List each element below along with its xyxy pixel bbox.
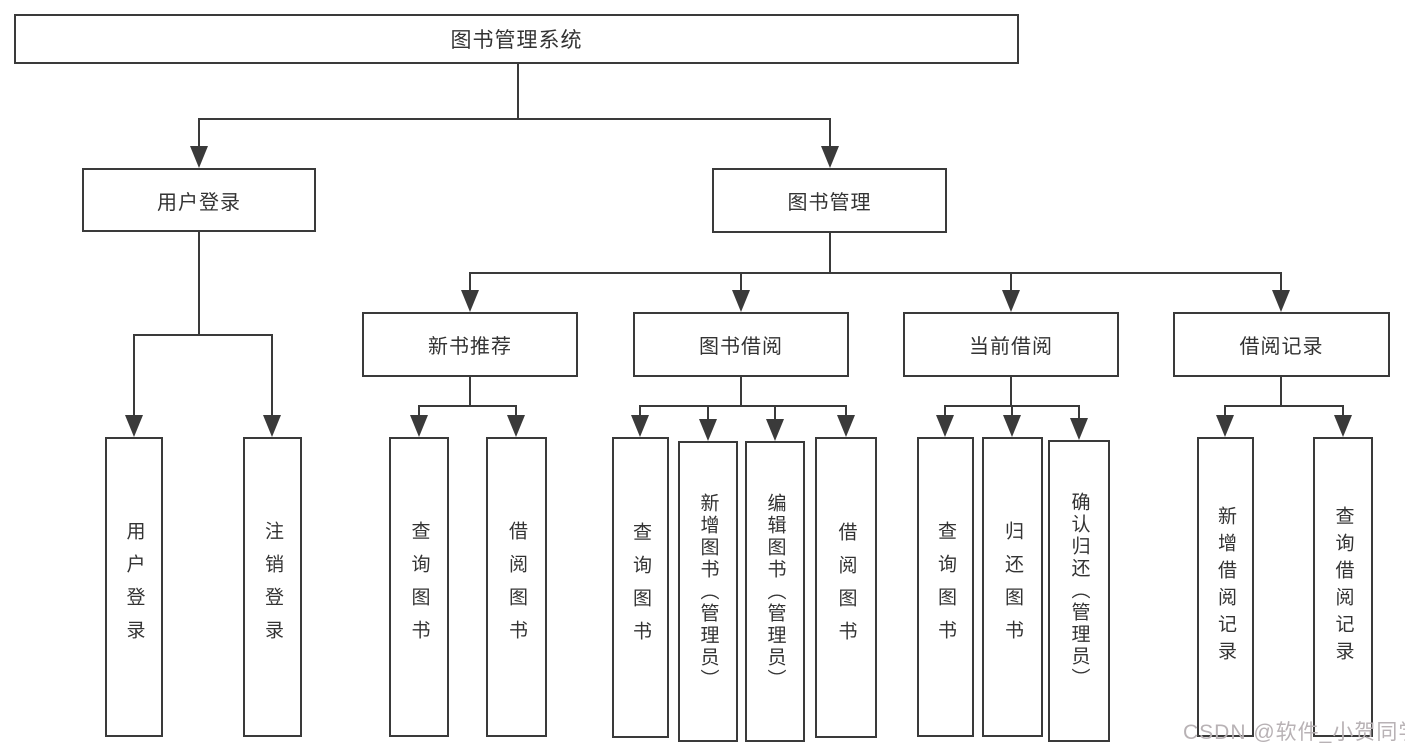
connector-line (829, 233, 831, 274)
root-node-book-management-system: 图书管理系统 (14, 14, 1019, 64)
connector-line (133, 334, 135, 417)
leaf-query-books-borrowing: 查询图书 (612, 437, 669, 738)
connector-line (1280, 377, 1282, 407)
connector-line (198, 118, 831, 120)
arrow-down-icon (125, 415, 143, 437)
connector-line (469, 272, 471, 292)
node-book-management: 图书管理 (712, 168, 947, 233)
arrow-down-icon (461, 290, 479, 312)
leaf-borrow-books-borrowing: 借阅图书 (815, 437, 877, 738)
arrow-down-icon (1070, 418, 1088, 440)
connector-line (774, 405, 776, 421)
connector-line (829, 118, 831, 148)
connector-line (740, 272, 742, 292)
connector-line (469, 272, 1282, 274)
leaf-confirm-return-admin: 确认归还（管理员） (1048, 440, 1110, 742)
arrow-down-icon (1003, 415, 1021, 437)
connector-line (845, 405, 847, 417)
leaf-logout: 注销登录 (243, 437, 302, 737)
watermark: CSDN @软件_小贺同学 (1183, 721, 1405, 744)
arrow-down-icon (732, 290, 750, 312)
arrow-down-icon (1216, 415, 1234, 437)
node-borrowing-records: 借阅记录 (1173, 312, 1390, 377)
leaf-query-books-current: 查询图书 (917, 437, 974, 737)
connector-line (1011, 405, 1013, 417)
arrow-down-icon (1334, 415, 1352, 437)
connector-line (944, 405, 946, 417)
connector-line (469, 377, 471, 407)
leaf-add-borrow-record: 新增借阅记录 (1197, 437, 1254, 737)
arrow-down-icon (837, 415, 855, 437)
connector-line (1010, 272, 1012, 292)
connector-line (133, 334, 273, 336)
connector-line (1280, 272, 1282, 292)
leaf-query-borrow-record: 查询借阅记录 (1313, 437, 1373, 737)
node-current-borrowing: 当前借阅 (903, 312, 1119, 377)
arrow-down-icon (631, 415, 649, 437)
connector-line (740, 377, 742, 407)
connector-line (639, 405, 847, 407)
connector-line (198, 232, 200, 336)
connector-line (198, 118, 200, 148)
node-new-book-recommendation: 新书推荐 (362, 312, 578, 377)
leaf-query-books-recommend: 查询图书 (389, 437, 449, 737)
connector-line (1224, 405, 1226, 417)
arrow-down-icon (190, 146, 208, 168)
arrow-down-icon (936, 415, 954, 437)
arrow-down-icon (821, 146, 839, 168)
leaf-add-books-admin: 新增图书（管理员） (678, 441, 738, 742)
arrow-down-icon (699, 419, 717, 441)
connector-line (515, 405, 517, 417)
connector-line (271, 334, 273, 417)
connector-line (639, 405, 641, 417)
connector-line (418, 405, 420, 417)
arrow-down-icon (507, 415, 525, 437)
node-book-borrowing: 图书借阅 (633, 312, 849, 377)
connector-line (1010, 377, 1012, 407)
arrow-down-icon (410, 415, 428, 437)
node-user-login: 用户登录 (82, 168, 316, 232)
connector-line (1342, 405, 1344, 417)
arrow-down-icon (766, 419, 784, 441)
leaf-user-login: 用户登录 (105, 437, 163, 737)
connector-line (1078, 405, 1080, 420)
connector-line (517, 64, 519, 120)
leaf-borrow-books-recommend: 借阅图书 (486, 437, 547, 737)
connector-line (1224, 405, 1344, 407)
connector-line (707, 405, 709, 421)
arrow-down-icon (1272, 290, 1290, 312)
arrow-down-icon (263, 415, 281, 437)
connector-line (418, 405, 517, 407)
leaf-return-books: 归还图书 (982, 437, 1043, 737)
leaf-edit-books-admin: 编辑图书（管理员） (745, 441, 805, 742)
arrow-down-icon (1002, 290, 1020, 312)
